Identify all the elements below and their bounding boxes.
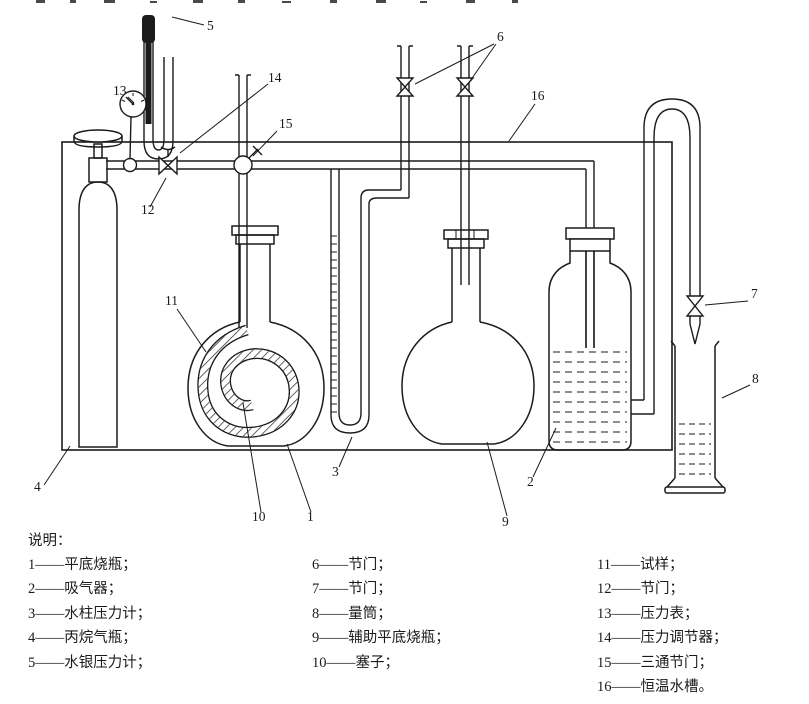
sample-coil (197, 324, 300, 438)
callout-1: 1 (307, 509, 314, 524)
legend-column-1: 1——平底烧瓶； 2——吸气器； 3——水柱压力计； 4——丙烷气瓶； 5——水… (28, 553, 151, 675)
legend-column-2: 6——节门； 7——节门； 8——量筒； 9——辅助平底烧瓶； 10——塞子； (312, 553, 450, 675)
apparatus-diagram: 5 13 14 15 12 4 11 10 1 3 9 2 6 16 7 8 (34, 0, 759, 528)
flask1-riser-tube (235, 74, 251, 328)
legend-item-5: 5——水银压力计； (28, 654, 152, 671)
legend-column-3: 11——试样； 12——节门； 13——压力表； 14——压力调节器； 15——… (597, 553, 728, 699)
legend-item-7: 7——节门； (312, 581, 392, 598)
callout-14: 14 (268, 70, 282, 85)
valve-6b (455, 77, 475, 97)
callout-5: 5 (207, 18, 214, 33)
aspirator-inlet-tube (585, 251, 595, 348)
callout-2: 2 (527, 474, 534, 489)
aspirator-outlet-nub (631, 399, 654, 415)
page-top-text-fragments (36, 0, 518, 3)
water-bath-tank (61, 141, 673, 451)
mercury-manometer (142, 15, 174, 160)
callout-leaders (43, 16, 751, 517)
legend-item-1: 1——平底烧瓶； (28, 557, 137, 573)
gas-cylinder (73, 129, 123, 448)
callout-13: 13 (113, 83, 127, 98)
measuring-cylinder (664, 340, 726, 494)
legend-item-11: 11——试样； (597, 557, 684, 573)
callout-9: 9 (502, 514, 509, 528)
gas-pipe (106, 160, 595, 348)
callout-8: 8 (752, 371, 759, 386)
legend-item-16: 16——恒温水槽。 (597, 679, 713, 696)
callout-12: 12 (141, 202, 155, 217)
legend-item-9: 9——辅助平底烧瓶； (312, 630, 450, 647)
cylinder-handwheel (73, 129, 123, 148)
legend-item-12: 12——节门； (597, 581, 684, 598)
three-way-valve (233, 145, 263, 175)
stopper-hatch (455, 230, 475, 239)
callout-16: 16 (531, 88, 545, 103)
mercury-column (145, 42, 152, 124)
callout-6: 6 (497, 29, 504, 44)
vent-tubes (397, 45, 473, 285)
aspirator-bottle (548, 227, 654, 451)
legend-item-15: 15——三通节门； (597, 654, 713, 671)
callout-7: 7 (751, 286, 758, 301)
water-column-manometer (330, 169, 409, 434)
gauge-needle (125, 96, 134, 105)
legend-item-4: 4——丙烷气瓶； (28, 630, 137, 647)
callout-4: 4 (34, 479, 41, 494)
legend: 说明： 1——平底烧瓶； 2——吸气器； 3——水柱压力计； 4——丙烷气瓶； … (0, 528, 809, 704)
callout-15: 15 (279, 116, 293, 131)
legend-item-6: 6——节门； (312, 557, 392, 573)
mercury-reservoir (142, 15, 155, 43)
legend-item-2: 2——吸气器； (28, 581, 123, 598)
cylinder-liquid (679, 423, 711, 475)
callout-10: 10 (252, 509, 266, 524)
manometer-scale (331, 235, 337, 413)
pressure-regulator-handle (160, 146, 176, 157)
legend-item-10: 10——塞子； (312, 654, 399, 671)
valve-6a (395, 77, 415, 97)
aspirator-liquid (553, 351, 627, 443)
legend-item-13: 13——压力表； (597, 605, 699, 622)
callout-3: 3 (332, 464, 339, 479)
legend-item-8: 8——量筒； (312, 605, 392, 622)
siphon-delivery-tip (689, 316, 701, 345)
valve-12 (158, 146, 178, 176)
pressure-gauge (119, 90, 147, 173)
flask-1 (187, 225, 325, 447)
legend-item-14: 14——压力调节器； (597, 630, 728, 647)
pipe-junction (122, 157, 138, 173)
callout-11: 11 (165, 293, 178, 308)
flask-9 (401, 229, 535, 445)
valve-7 (685, 295, 705, 317)
legend-heading: 说明： (28, 533, 72, 549)
siphon-tube (643, 98, 701, 414)
legend-item-3: 3——水柱压力计； (28, 605, 152, 622)
